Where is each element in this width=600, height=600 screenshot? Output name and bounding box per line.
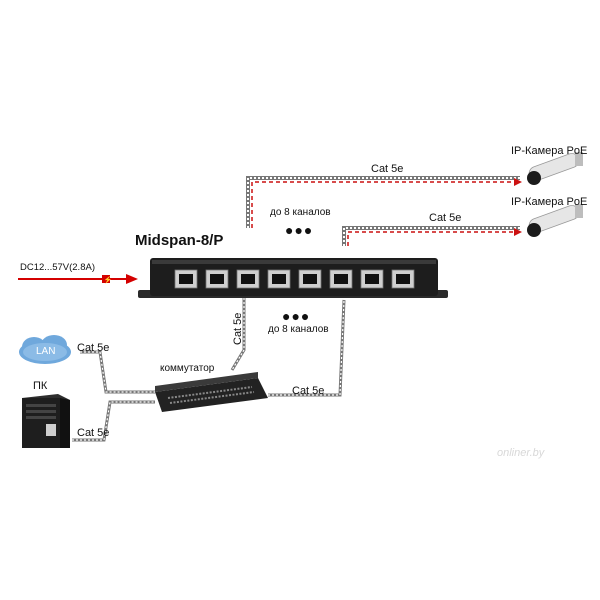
ethernet-port-6	[329, 269, 353, 289]
cable-label-vertical: Cat 5e	[232, 312, 244, 345]
power-label: DC12...57V(2.8A)	[20, 262, 95, 273]
ethernet-port-4	[267, 269, 291, 289]
cable-label-switch: Cat 5e	[292, 385, 325, 397]
ethernet-port-8	[391, 269, 415, 289]
upper-channels-label: до 8 каналов	[270, 207, 331, 218]
cable-label-lan: Cat 5e	[77, 342, 110, 354]
lan-label: LAN	[36, 346, 56, 357]
camera1-label: IP-Камера PoE	[511, 145, 588, 157]
ethernet-port-1	[174, 269, 198, 289]
ellipsis-lower: ●●●	[282, 308, 311, 324]
cable-label-top1: Cat 5e	[371, 163, 404, 175]
cable-switch-to-midspan-channels	[268, 299, 346, 397]
ip-camera-1	[527, 152, 583, 185]
pc-tower	[22, 394, 70, 448]
cable-pc-to-switch	[72, 400, 155, 442]
svg-text:⚡: ⚡	[104, 275, 113, 284]
cable-label-pc: Cat 5e	[77, 427, 110, 439]
network-switch	[155, 372, 268, 412]
cable-lan-to-switch	[80, 350, 155, 394]
poe-cable-camera1	[246, 176, 522, 228]
ellipsis-upper: ●●●	[285, 222, 314, 238]
dc-power-arrow: ⚡	[18, 274, 138, 284]
camera2-label: IP-Камера PoE	[511, 196, 588, 208]
ethernet-port-2	[205, 269, 229, 289]
watermark: onliner.by	[497, 447, 545, 459]
ethernet-port-3	[236, 269, 260, 289]
cable-label-top2: Cat 5e	[429, 212, 462, 224]
ethernet-port-7	[360, 269, 384, 289]
pc-label: ПК	[33, 380, 48, 392]
poe-cable-camera2	[342, 226, 522, 246]
lower-channels-label: до 8 каналов	[268, 324, 329, 335]
cable-midspan-to-switch	[230, 298, 246, 371]
switch-label: коммутатор	[160, 363, 215, 374]
lan-cloud	[19, 335, 71, 364]
ethernet-port-5	[298, 269, 322, 289]
ethernet-ports	[174, 269, 415, 289]
device-title: Midspan-8/P	[135, 232, 224, 249]
ip-camera-2	[527, 204, 583, 237]
